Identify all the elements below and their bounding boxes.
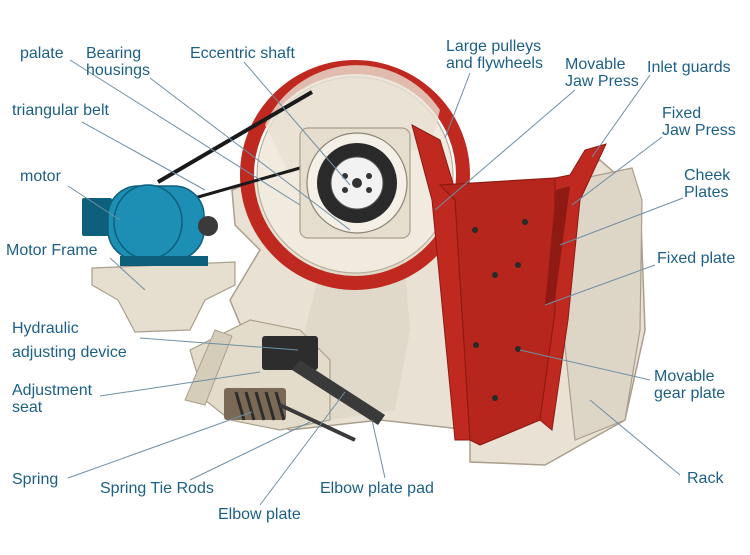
leader-elbow-plate xyxy=(259,391,346,506)
label-spring: Spring xyxy=(12,471,59,488)
label-movable-jaw-press: Movable Jaw Press xyxy=(565,56,639,90)
leader-fixed-jaw xyxy=(571,136,663,206)
label-triangular-belt: triangular belt xyxy=(12,102,109,119)
label-elbow-plate: Elbow plate xyxy=(218,506,301,523)
label-motor-frame: Motor Frame xyxy=(6,242,98,259)
leader-palate xyxy=(69,59,301,206)
motor-frame xyxy=(91,261,236,333)
label-cheek-plates: Cheek Plates xyxy=(684,167,731,201)
label-inlet-guards: Inlet guards xyxy=(647,59,731,76)
leader-rack xyxy=(589,399,681,476)
label-elbow-plate-pad: Elbow plate pad xyxy=(320,480,434,497)
leader-eccentric-shaft xyxy=(243,61,351,186)
spring-coils xyxy=(234,391,286,421)
leader-inlet-guards xyxy=(591,74,651,158)
leader-motor-frame xyxy=(109,257,146,291)
motor xyxy=(82,184,218,266)
leader-motor xyxy=(67,185,121,221)
label-eccentric-shaft: Eccentric shaft xyxy=(190,45,295,62)
leader-cheek-plates xyxy=(559,197,684,246)
label-large-pulleys: Large pulleys and flywheels xyxy=(446,38,543,72)
label-adjustment-seat: Adjustment seat xyxy=(12,382,93,416)
leader-elbow-plate-pad xyxy=(371,419,386,479)
label-movable-gear-plate: Movable gear plate xyxy=(654,368,726,402)
label-fixed-jaw-press: Fixed Jaw Press xyxy=(662,105,736,139)
leader-movable-jaw xyxy=(434,89,576,211)
leader-spring-tie-rods xyxy=(189,421,311,481)
label-fixed-plate: Fixed plate xyxy=(657,250,736,267)
label-bearing-housings: Bearing housings xyxy=(86,45,151,79)
leader-spring xyxy=(67,411,253,479)
leader-hydraulic xyxy=(139,337,299,351)
leader-bearing-housings xyxy=(149,77,351,231)
label-rack: Rack xyxy=(687,470,724,487)
leader-lines xyxy=(67,59,684,506)
hydraulic-device xyxy=(224,336,385,442)
label-hydraulic-adjusting-device: Hydraulic adjusting device xyxy=(12,320,127,361)
bearing-housing xyxy=(299,127,411,239)
cheek-plate xyxy=(545,186,570,305)
leader-movable-gear-plate xyxy=(519,349,651,381)
label-spring-tie-rods: Spring Tie Rods xyxy=(100,480,214,497)
leader-fixed-plate xyxy=(544,264,656,306)
leader-triangular-belt xyxy=(81,121,206,191)
bracket-left xyxy=(184,329,233,406)
leader-adjustment-seat xyxy=(99,371,261,397)
leader-large-pulleys xyxy=(444,72,471,139)
label-motor: motor xyxy=(20,168,61,185)
label-palate: palate xyxy=(20,45,64,62)
